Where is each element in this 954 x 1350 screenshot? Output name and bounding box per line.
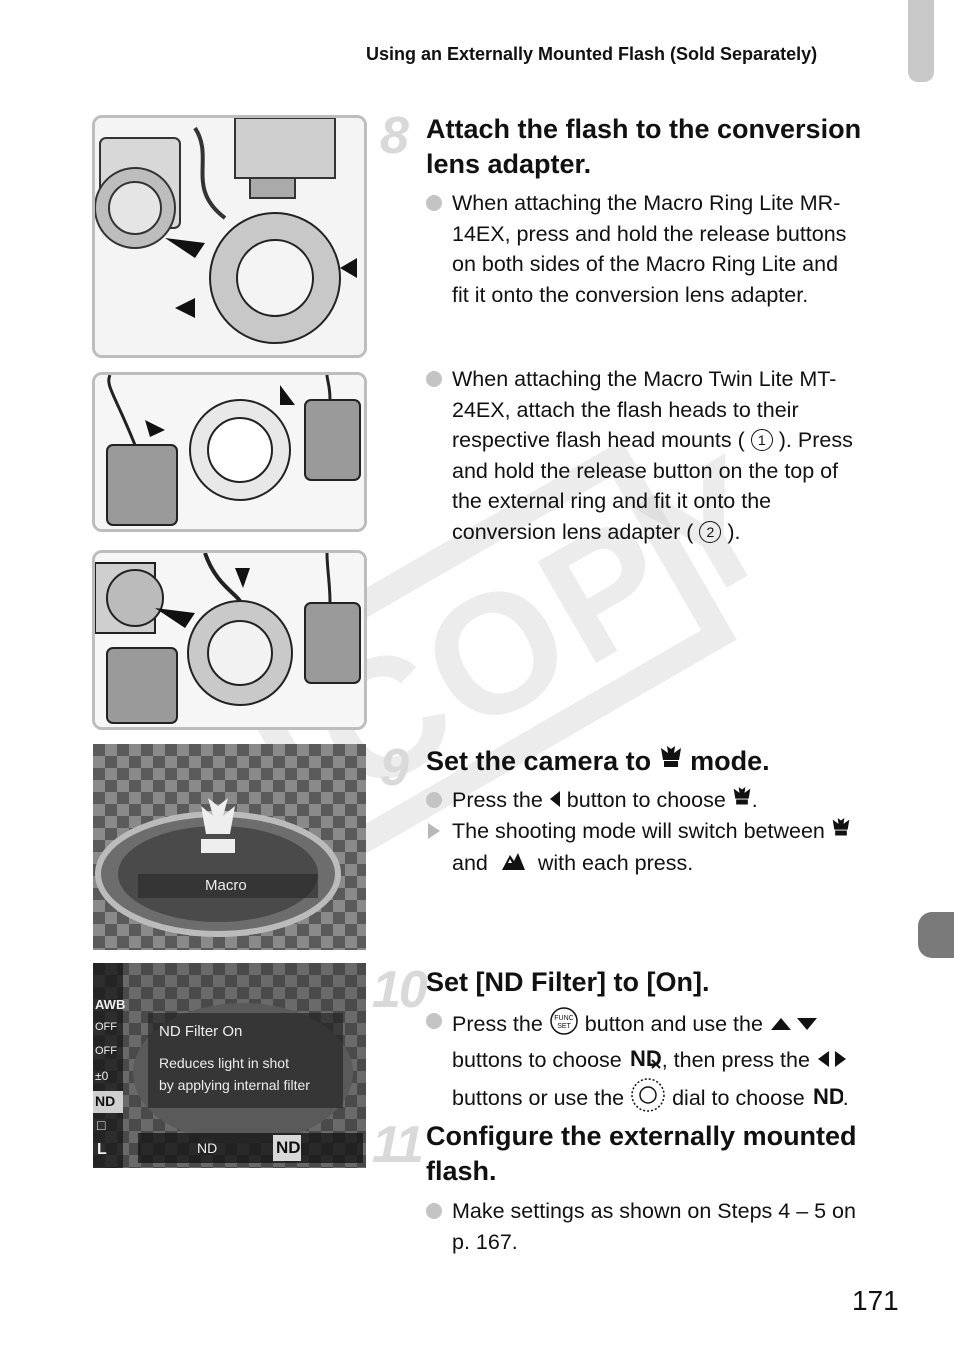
step-number-9: 9 xyxy=(380,739,409,797)
macro-icon xyxy=(831,817,851,848)
menu-item-5: □ xyxy=(97,1117,106,1133)
chapter-tab-side xyxy=(918,912,954,958)
circled-number-2: 2 xyxy=(699,520,722,543)
illustration-macro-ring-lite xyxy=(92,115,367,358)
nd-filter-desc-1: Reduces light in shot xyxy=(159,1055,289,1071)
nd-on-icon: ND xyxy=(811,1083,845,1116)
text-line: Make settings as shown on Steps 4 – 5 on xyxy=(452,1199,856,1223)
control-dial-icon xyxy=(630,1077,666,1122)
nd-off-icon: ND xyxy=(628,1045,662,1078)
text-line: 14EX, press and hold the release buttons xyxy=(452,221,847,246)
page-header-title: Using an Externally Mounted Flash (Sold … xyxy=(366,44,818,64)
svg-text:ND: ND xyxy=(630,1046,662,1069)
chapter-tab-top xyxy=(908,0,934,82)
nd-filter-desc-2: by applying internal filter xyxy=(159,1077,310,1093)
svg-text:ND: ND xyxy=(813,1084,843,1107)
macro-mode-label: Macro xyxy=(205,877,247,894)
up-down-buttons-icon xyxy=(769,1010,819,1041)
page-number: 171 xyxy=(852,1285,899,1316)
bullet-dot-icon xyxy=(426,371,442,387)
left-arrow-button-icon xyxy=(549,786,561,817)
text-line: respective flash head mounts ( 1 ). Pres… xyxy=(452,428,853,452)
text-line: on both sides of the Macro Ring Lite and xyxy=(452,252,839,276)
text-line: fit it onto the conversion lens adapter. xyxy=(452,282,809,307)
nd-filter-screen: AWB OFF OFF ±0 ND □ L ND Filter On Reduc… xyxy=(93,963,366,1168)
step-8-heading-line2: lens adapter. xyxy=(426,149,592,179)
text-line: 24EX, attach the flash heads to their xyxy=(452,397,799,422)
step-8-heading: Attach the flash to the conversion lens … xyxy=(426,112,926,182)
landscape-icon xyxy=(500,849,526,880)
text-line: When attaching the Macro Twin Lite MT- xyxy=(452,367,837,391)
bullet-dot-icon xyxy=(426,1203,442,1219)
menu-item-nd: ND xyxy=(95,1093,116,1109)
illustration-twin-lite-attached xyxy=(92,550,367,730)
text-line: conversion lens adapter ( 2 ). xyxy=(452,519,741,544)
step-11-heading: Configure the externally mounted flash. xyxy=(426,1119,926,1189)
nd-filter-title: ND Filter On xyxy=(159,1023,243,1040)
step-8-heading-line1: Attach the flash to the conversion xyxy=(426,114,862,144)
step-10-heading: Set [ND Filter] to [On]. xyxy=(426,967,710,997)
step-number-8: 8 xyxy=(380,107,409,165)
nd-option-off: ND xyxy=(197,1140,218,1156)
menu-item-1: OFF xyxy=(95,1021,117,1033)
step-8-bullet-2: When attaching the Macro Twin Lite MT- 2… xyxy=(426,364,906,549)
text-line: and hold the release button on the top o… xyxy=(452,458,839,483)
bullet-dot-icon xyxy=(426,792,442,808)
step-number-11: 11 xyxy=(372,1116,424,1174)
text-line: the external ring and fit it onto the xyxy=(452,489,772,513)
menu-item-2: OFF xyxy=(95,1045,117,1057)
step-9-heading: Set the camera to mode. xyxy=(426,744,770,780)
illustration-macro-twin-lite xyxy=(92,372,367,532)
macro-icon xyxy=(659,745,683,780)
menu-item-6: L xyxy=(97,1141,107,1158)
text-line: p. 167. xyxy=(452,1229,518,1254)
text-line: When attaching the Macro Ring Lite MR- xyxy=(452,191,841,215)
func-label: FUNC xyxy=(554,1015,573,1022)
result-arrow-icon xyxy=(428,823,440,839)
step-11-heading-line1: Configure the externally mounted xyxy=(426,1121,857,1151)
nd-option-on: ND xyxy=(276,1138,301,1157)
set-label: SET xyxy=(557,1023,571,1030)
bullet-dot-icon xyxy=(426,1013,442,1029)
macro-mode-screen: Macro xyxy=(93,744,366,950)
bullet-dot-icon xyxy=(426,195,442,211)
left-right-buttons-icon xyxy=(816,1046,848,1077)
step-number-10: 10 xyxy=(372,961,428,1019)
macro-icon xyxy=(732,786,752,817)
menu-item-wb: AWB xyxy=(95,997,126,1012)
menu-item-3: ±0 xyxy=(95,1069,109,1083)
step-8-bullet-1: When attaching the Macro Ring Lite MR- 1… xyxy=(426,188,906,312)
circled-number-1: 1 xyxy=(750,429,773,451)
step-11-heading-line2: flash. xyxy=(426,1156,497,1186)
